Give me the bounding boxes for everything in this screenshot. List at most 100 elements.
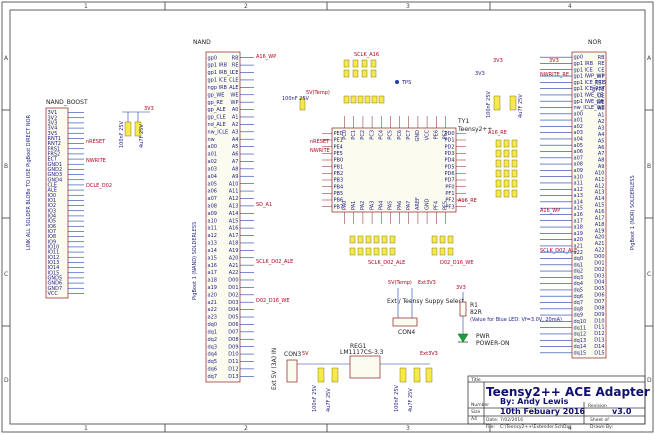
mcu-pin-bottom-label: PA2 [360, 201, 366, 210]
zone-bottom-4: 4 [568, 425, 572, 432]
top-solder-blob [350, 95, 357, 104]
con3-connector [286, 359, 298, 383]
teensy-mcu [331, 127, 457, 213]
nand-pin-left-label: a05 [208, 181, 217, 187]
nand-pin-left-label: dq5 [208, 359, 218, 365]
zone-top-4: 4 [568, 3, 572, 10]
nand-pin-right-label: A0 [232, 107, 239, 113]
nand-pin-left-label: a15 [208, 255, 217, 261]
nor-pin-left-label: nw_ICLE_WE [574, 105, 605, 111]
nand-boost-connector [45, 107, 69, 299]
r1-value: 82R [470, 309, 482, 316]
mcu-pin-left-label: PB5 [334, 191, 344, 197]
nor-pin-left-label: a14 [574, 199, 583, 205]
nand-boost-pin-label: IO10 [48, 245, 60, 251]
nor-pin-left-label: gp1 IRB [574, 61, 594, 67]
net-5v-con3: 5V [302, 351, 309, 357]
nor-pin-right-label: A22 [595, 248, 605, 254]
nor-connector [571, 51, 607, 359]
nor-pin-right-label: D03 [594, 273, 604, 279]
nor-pin-left-label: a10 [574, 174, 583, 180]
nand-boost-pin-label: IO9 [48, 239, 57, 245]
tps-test-point [395, 80, 399, 84]
nand-boost-pin-label: 3V5 [48, 131, 58, 137]
nand-pin-left-label: a06 [208, 189, 217, 195]
nor-pin-left-label: dq4 [574, 281, 584, 287]
nor-pin-left-label: a02 [574, 124, 583, 130]
r1-note: (Value for Blue LED: Vf=3.0V, 20mA) [470, 317, 562, 323]
right-solder-blob [495, 139, 502, 148]
nand-pin-left-label: a01 [208, 152, 217, 158]
nand-pin-right-label: A8 [232, 166, 239, 172]
mcu-pin-right-label: PF1 [445, 191, 454, 197]
nor-pin-left-label: dq2 [574, 269, 584, 275]
mcu-pin-left-label: PB0 [334, 158, 344, 164]
reg-input-cap-b [331, 367, 339, 383]
bottom-solder-blob [381, 247, 388, 256]
nand-pin-left-label: gp1 IRB [208, 63, 228, 69]
net-nor-a16: A16_WP [540, 208, 560, 214]
zone-bottom-2: 2 [244, 425, 248, 432]
net-a16-re: A16_RE [458, 198, 477, 204]
nor-pin-right-label: D11 [594, 325, 604, 331]
nand-pin-right-label: A1 [232, 115, 239, 121]
nor-pin-left-label: a20 [574, 237, 583, 243]
nor-pin-right-label: D10 [594, 318, 604, 324]
nand-boost-pin-label: IO12 [48, 255, 60, 261]
nand-pin-left-label: nd_ALE [208, 122, 226, 128]
zone-left-c: C [4, 271, 8, 278]
bottom-solder-blob [357, 247, 364, 256]
nand-pin-right-label: D05 [228, 315, 238, 321]
net-nwrite-re: NWRITE_RE [540, 72, 569, 78]
mcu-pin-right-label: PD6 [444, 171, 454, 177]
nor-pin-right-label: A18 [595, 222, 605, 228]
right-solder-blobs [495, 139, 518, 198]
net-nreset-mcu: nRESET [310, 139, 330, 145]
mcu-pin-left-label: PE5 [334, 151, 343, 157]
cap1-label: 100nF 25V [119, 120, 125, 148]
nand-pin-left-label: gp_WE [208, 92, 225, 98]
link-note: LINK ALL SOLDER BLOBs TO USE PigBoot DIR… [26, 114, 32, 250]
nand-pin-right-label: A4 [232, 137, 239, 143]
mcu-pin-right-label: PD7 [444, 178, 454, 184]
nand-pin-right-label: RE [232, 63, 239, 69]
nor-pin-right-label: A16 [595, 209, 605, 215]
nor-pin-left-label: dq9 [574, 313, 584, 319]
tb-revision: v3.0 [612, 407, 632, 416]
nand-boost-pin-label: GND3 [48, 172, 63, 178]
nand-pin-left-label: a00 [208, 144, 217, 150]
tb-date: 7/02/2016 [500, 417, 523, 423]
reg-input-cap-a [317, 367, 325, 383]
reg-part: LM1117CS-3.3 [340, 349, 384, 356]
mcu-pin-top-label: PE6 [433, 130, 439, 139]
nand-pin-left-label: dq6 [208, 366, 218, 372]
mcu-pin-right-label: PD5 [444, 164, 454, 170]
nand-boost-pin-label: RNT2 [48, 141, 61, 147]
net-nand-a16: A16_WP [256, 54, 276, 60]
mcu-decoupling-cap-b [509, 95, 517, 111]
power-led-icon [457, 333, 469, 343]
mcu-pin-right-label: PF0 [445, 184, 454, 190]
nor-pin-left-label: dq3 [574, 275, 584, 281]
nand-pin-right-label: A12 [229, 196, 239, 202]
nand-pin-right-label: D06 [228, 322, 238, 328]
nor-pin-right-label: A11 [595, 177, 605, 183]
nand-pin-left-label: a12 [208, 233, 217, 239]
nor-pin-right-label: RE [598, 61, 605, 67]
top-solder-blob [343, 69, 350, 78]
zone-bottom-3: 3 [406, 425, 410, 432]
mcu-part-name: Teensy2++ [457, 126, 492, 133]
nor-pin-right-label: A1 [598, 113, 605, 119]
nor-pin-left-label: dq15 [574, 350, 587, 356]
nand-pin-right-label: A2 [232, 122, 239, 128]
regulator [349, 355, 381, 379]
tps-label: TPS [401, 80, 411, 86]
net-sclk-a16-top: SCLK_A16 [354, 52, 379, 58]
tb-revision-label: Revision [588, 403, 607, 409]
nand-pin-left-label: a02 [208, 159, 217, 165]
nand-pin-right-label: A10 [229, 181, 239, 187]
nor-pin-left-label: gp1 IWP_WP [574, 74, 605, 80]
nor-pin-right-label: A6 [598, 145, 605, 151]
cap2c-label: 4u7F 25V [326, 388, 332, 412]
nor-pin-left-label: a06 [574, 149, 583, 155]
